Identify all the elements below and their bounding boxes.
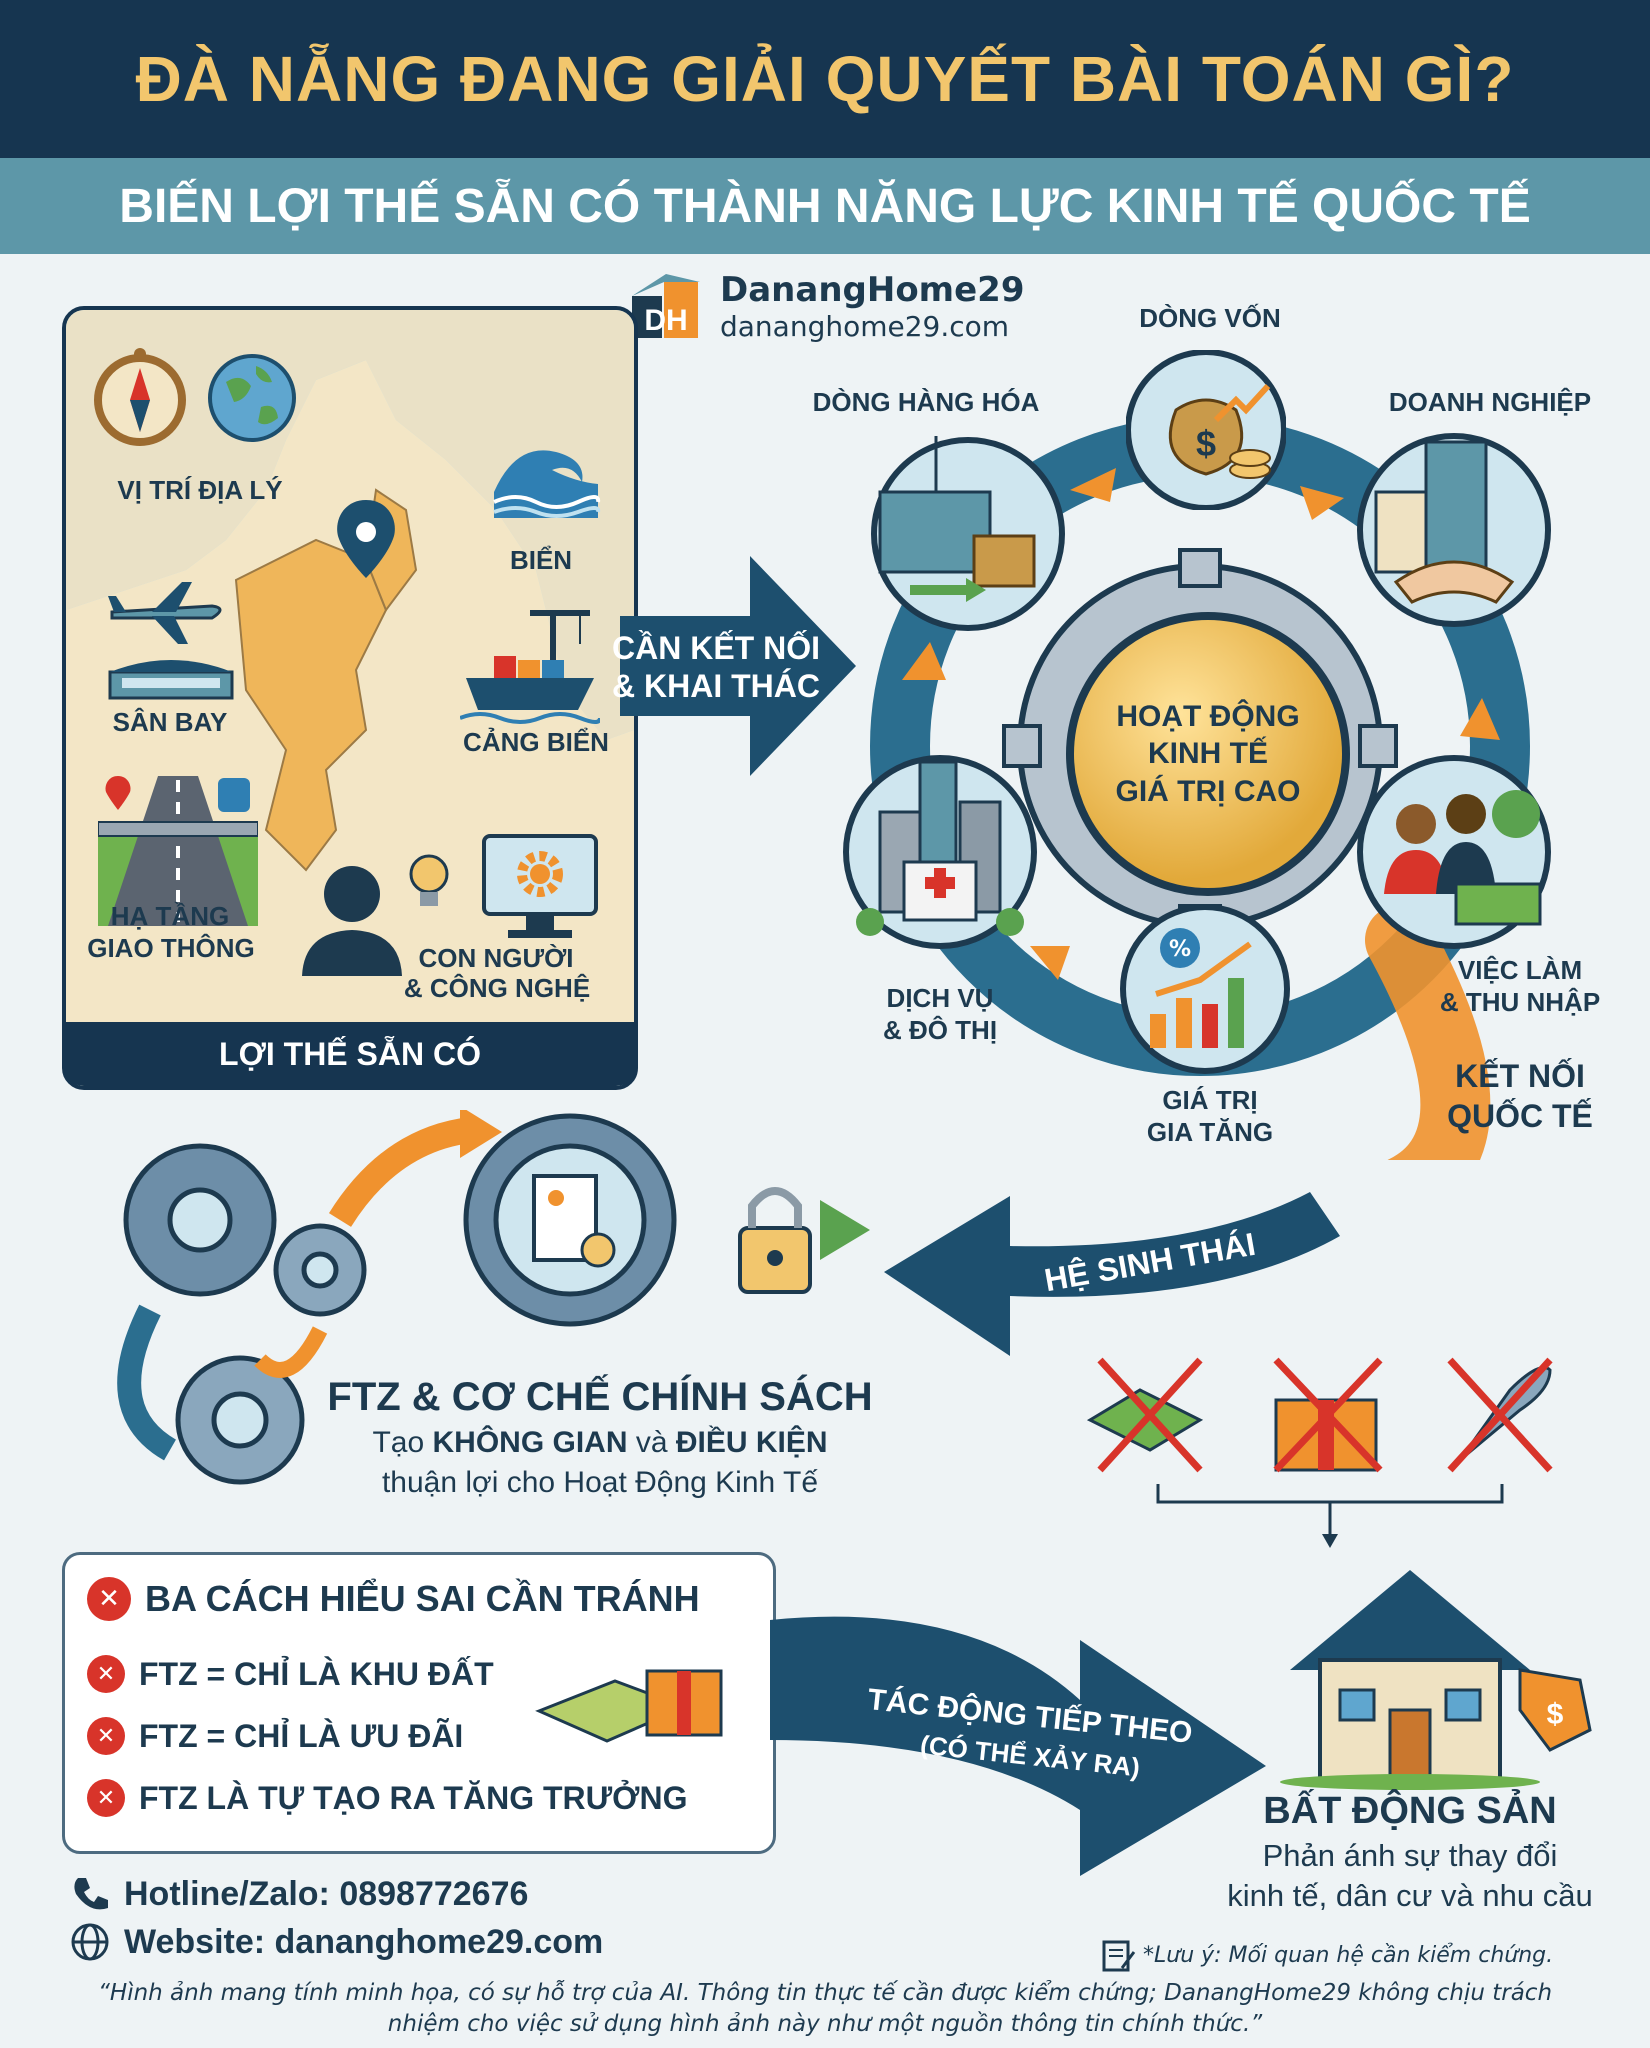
misconceptions-box: ✕ BA CÁCH HIỂU SAI CẦN TRÁNH ✕ FTZ = CHỈ…	[62, 1552, 776, 1854]
subtitle-bar: BIẾN LỢI THẾ SẴN CÓ THÀNH NĂNG LỰC KINH …	[0, 158, 1650, 254]
business-handshake-icon	[1357, 433, 1551, 627]
label-airport: SÂN BAY	[112, 707, 228, 737]
brand-logo-icon: DH	[632, 274, 700, 338]
label-transport-2: GIAO THÔNG	[87, 933, 255, 963]
phone-icon	[74, 1878, 108, 1910]
label-goods: DÒNG HÀNG HÓA	[812, 387, 1040, 417]
x-circle-icon: ✕	[87, 1717, 125, 1755]
svg-text:$: $	[1196, 423, 1216, 464]
ftz-desc-line2: thuận lợi cho Hoạt Động Kinh Tế	[381, 1466, 819, 1499]
label-location: VỊ TRÍ ĐỊA LÝ	[117, 475, 283, 505]
svg-text:%: %	[1169, 937, 1191, 962]
computer-gear-icon	[482, 834, 598, 938]
hotline-row[interactable]: Hotline/Zalo: 0898772676	[70, 1874, 528, 1914]
disclaimer: “Hình ảnh mang tính minh họa, có sự hỗ t…	[40, 1978, 1610, 2040]
x-circle-icon: ✕	[87, 1779, 125, 1817]
person-silhouette-icon	[302, 866, 402, 976]
money-bag-icon: $	[1126, 350, 1286, 510]
real-estate-line-1: Phản ánh sự thay đổi	[1262, 1838, 1558, 1873]
label-value-1: GIÁ TRỊ	[1162, 1085, 1258, 1115]
label-intl-1: KẾT NỐI	[1455, 1058, 1585, 1094]
ftz-desc-line1: Tạo KHÔNG GIAN và ĐIỀU KIỆN	[300, 1426, 900, 1460]
label-people-1: CON NGƯỜI	[418, 943, 574, 973]
misconception-item: FTZ = CHỈ LÀ KHU ĐẤT	[139, 1655, 494, 1692]
label-jobs-2: & THU NHẬP	[1439, 987, 1601, 1017]
airport-terminal-icon	[108, 660, 234, 700]
x-circle-icon: ✕	[87, 1577, 131, 1621]
label-value-2: GIA TĂNG	[1146, 1117, 1274, 1147]
cargo-container-icon	[871, 436, 1065, 631]
label-transport-1: HẠ TẦNG	[110, 901, 230, 931]
real-estate-title: BẤT ĐỘNG SẢN	[1263, 1790, 1557, 1832]
next-impact-arrow	[770, 1616, 1266, 1876]
city-services-icon	[843, 755, 1037, 949]
advantages-panel: VỊ TRÍ ĐỊA LÝ BIỂN SÂN BAY CẢNG BIỂN HẠ …	[62, 306, 638, 1090]
ftz-title: FTZ & CƠ CHẾ CHÍNH SÁCH	[327, 1375, 873, 1419]
ecosystem-arrow	[884, 1192, 1340, 1356]
label-intl-2: QUỐC TẾ	[1447, 1098, 1593, 1134]
value-growth-icon: %	[1120, 904, 1290, 1074]
bracket-arrow	[1156, 1484, 1504, 1548]
ftz-desc-bold-1: KHÔNG GIAN	[432, 1426, 628, 1459]
wave-icon	[493, 450, 601, 518]
land-gift-icon	[535, 1669, 723, 1743]
compass-icon	[94, 348, 186, 446]
label-capital: DÒNG VỐN	[1139, 303, 1281, 333]
advantages-footer: LỢI THẾ SẴN CÓ	[62, 1022, 638, 1086]
website-row[interactable]: Website: dananghome29.com	[70, 1922, 603, 1962]
brand-block: DH DanangHome29 dananghome29.com	[630, 266, 1050, 346]
note-pad-icon	[1102, 1940, 1136, 1972]
misconceptions-title: BA CÁCH HIỂU SAI CẦN TRÁNH	[145, 1578, 700, 1619]
disclaimer-line-2: nhiệm cho việc sử dụng hình ảnh này như …	[387, 2011, 1263, 2038]
disclaimer-line-1: “Hình ảnh mang tính minh họa, có sự hỗ t…	[97, 1980, 1553, 2006]
svg-text:$: $	[1547, 1698, 1564, 1731]
label-port: CẢNG BIỂN	[463, 727, 609, 757]
ftz-desc-pre: Tạo	[372, 1426, 433, 1459]
website-text: Website: dananghome29.com	[124, 1922, 604, 1961]
airplane-icon	[108, 582, 222, 644]
label-services-2: & ĐÔ THỊ	[882, 1015, 998, 1045]
x-circle-icon: ✕	[87, 1655, 125, 1693]
brand-logo-text: DH	[644, 304, 687, 337]
house-price-tag-icon: $	[1280, 1570, 1592, 1790]
label-jobs-1: VIỆC LÀM	[1457, 955, 1583, 985]
verification-note-text: *Lưu ý: Mối quan hệ cần kiểm chứng.	[1143, 1943, 1554, 1968]
misconception-item: FTZ = CHỈ LÀ ƯU ĐÃI	[139, 1717, 464, 1754]
connect-label-2: & KHAI THÁC	[612, 668, 820, 704]
misconception-icons	[1086, 1357, 1553, 1473]
label-services-1: DỊCH VỤ	[886, 983, 994, 1013]
brand-name: DanangHome29	[720, 270, 1025, 310]
hotline-text: Hotline/Zalo: 0898772676	[124, 1874, 529, 1913]
header-bar: ĐÀ NẴNG ĐANG GIẢI QUYẾT BÀI TOÁN GÌ?	[0, 0, 1650, 158]
page-title: ĐÀ NẴNG ĐANG GIẢI QUYẾT BÀI TOÁN GÌ?	[135, 43, 1515, 115]
jobs-income-icon	[1357, 755, 1551, 949]
connect-arrow	[620, 556, 856, 776]
globe-icon	[71, 1923, 109, 1961]
ftz-gears-illustration	[117, 1110, 870, 1485]
label-business: DOANH NGHIỆP	[1388, 387, 1592, 417]
port-crane-icon	[460, 610, 600, 724]
brand-url: dananghome29.com	[720, 310, 1010, 343]
globe-icon	[208, 354, 296, 442]
center-line-1: HOẠT ĐỘNG	[1116, 699, 1300, 733]
label-sea: BIỂN	[509, 545, 573, 575]
connect-label-1: CẦN KẾT NỐI	[612, 630, 820, 666]
lightbulb-icon	[409, 854, 449, 906]
ftz-desc-mid: và	[627, 1426, 676, 1459]
verification-note: *Lưu ý: Mối quan hệ cần kiểm chứng.	[1100, 1938, 1620, 1974]
center-line-3: GIÁ TRỊ CAO	[1115, 774, 1301, 808]
ftz-desc-bold-2: ĐIỀU KIỆN	[675, 1426, 828, 1459]
label-people-2: & CÔNG NGHỆ	[403, 973, 591, 1003]
real-estate-line-2: kinh tế, dân cư và nhu cầu	[1227, 1878, 1593, 1913]
center-hub: HOẠT ĐỘNG KINH TẾ GIÁ TRỊ CAO	[1066, 612, 1350, 896]
misconception-item: FTZ LÀ TỰ TẠO RA TĂNG TRƯỞNG	[139, 1779, 688, 1816]
center-hub-text: HOẠT ĐỘNG KINH TẾ GIÁ TRỊ CAO	[1103, 698, 1313, 811]
highway-icon	[98, 776, 258, 926]
page-subtitle: BIẾN LỢI THẾ SẴN CÓ THÀNH NĂNG LỰC KINH …	[119, 179, 1531, 233]
center-line-2: KINH TẾ	[1148, 737, 1268, 771]
